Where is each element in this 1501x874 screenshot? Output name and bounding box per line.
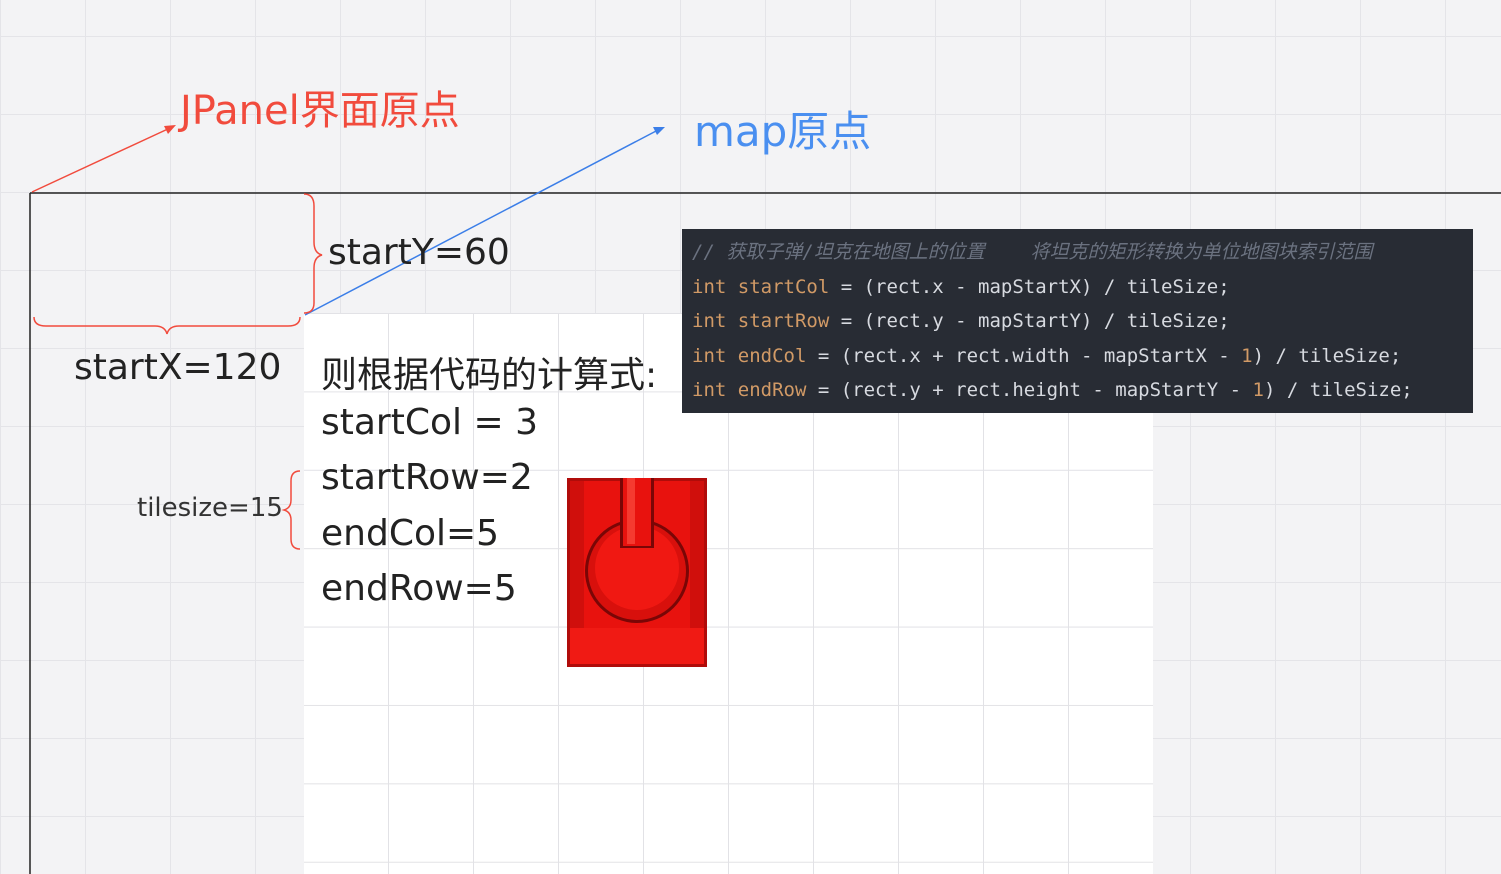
code-var: startRow [737,310,830,332]
code-line-start-row: int startRow = (rect.y - mapStartY) / ti… [692,304,1463,339]
map-origin-arrow [304,129,659,316]
jpanel-origin-arrow [31,127,171,193]
code-line-end-row: int endRow = (rect.y + rect.height - map… [692,373,1463,408]
code-var: endRow [737,379,807,401]
jpanel-origin-arrowhead [164,125,176,134]
tilesize-brace [281,470,301,550]
code-var: endCol [737,344,807,367]
code-number: 1 [1241,344,1253,367]
code-line-start-col: int startCol = (rect.x - mapStartX) / ti… [692,270,1463,305]
start-x-brace [33,316,301,335]
code-expr: = (rect.y + rect.height - mapStartY - [806,379,1253,401]
tank-icon [567,478,707,667]
result-start-row: startRow=2 [321,457,533,498]
code-var: startCol [737,275,830,298]
tilesize-label: tilesize=15 [137,493,283,523]
start-y-label: startY=60 [328,232,510,273]
code-type-kw: int [692,379,727,401]
code-tail: ) / tileSize; [1264,379,1413,401]
code-type-kw: int [692,344,727,367]
code-expr: = (rect.y - mapStartY) / tileSize; [829,310,1230,332]
result-start-col: startCol = 3 [321,402,538,443]
code-type-kw: int [692,275,727,298]
code-expr: = (rect.x + rect.width - mapStartX - [806,344,1242,367]
code-tail: ) / tileSize; [1252,344,1402,367]
code-panel: // 获取子弹/坦克在地图上的位置 将坦克的矩形转换为单位地图块索引范围 int… [682,229,1473,413]
map-origin-arrowhead [653,127,665,135]
jpanel-origin-label: JPanel界面原点 [180,88,460,134]
result-end-col: endCol=5 [321,513,500,554]
start-y-brace [303,193,323,314]
code-comment: // 获取子弹/坦克在地图上的位置 将坦克的矩形转换为单位地图块索引范围 [692,241,1373,263]
code-line-end-col: int endCol = (rect.x + rect.width - mapS… [692,339,1463,374]
map-origin-label: map原点 [694,107,872,156]
code-expr: = (rect.x - mapStartX) / tileSize; [829,275,1230,298]
start-x-label: startX=120 [74,347,282,388]
code-number: 1 [1252,379,1264,401]
result-end-row: endRow=5 [321,568,517,609]
results-heading: 则根据代码的计算式: [321,355,658,396]
code-type-kw: int [692,310,727,332]
